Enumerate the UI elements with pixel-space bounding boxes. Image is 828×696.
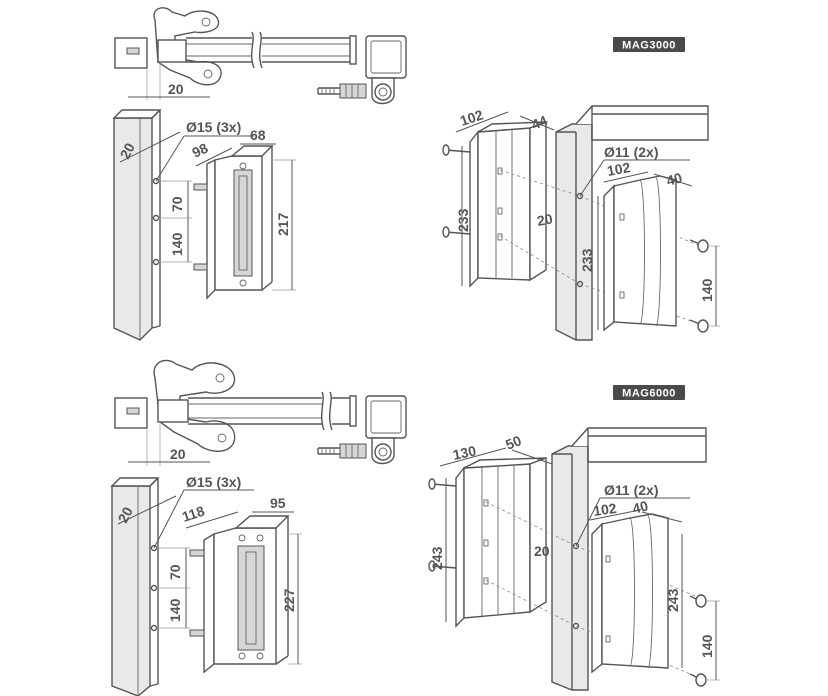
mounting-hole [152,258,160,266]
keeper-width-label-2: 102 [592,500,618,519]
hole-spacing-70-label-2: 70 [167,564,183,580]
keeper-plate-edge [603,184,615,332]
mag6000-section: 20 20 Ø15 (3x) 70 140 [110,359,720,696]
screw-nut [339,83,367,99]
model-name-mag3000: MAG3000 [622,40,676,52]
hinge-body [157,39,187,63]
hole-spacing-140-label-2: 140 [167,598,183,622]
screw-nut [339,443,367,459]
gate-offset-label-2: 20 [170,446,186,462]
keeper-plate [613,175,677,327]
hinge-plate [153,359,236,452]
keeper-depth-dimension [653,173,693,187]
mag3000-section: 20 20 Ø15 (3x) 70 140 [112,7,720,341]
lock-stub [126,47,140,55]
plate-depth-label: 44 [529,112,550,133]
hole-diameter-label: Ø15 (3x) [186,119,241,135]
keeper-disc [374,83,392,101]
keeper-plate [601,513,669,669]
fixing-bolt [193,263,208,271]
post-section [365,395,407,439]
vertical-post [551,445,589,691]
plate-width-dimension [439,447,507,467]
keeper-disc [374,443,392,461]
model-name-mag6000: MAG6000 [622,388,676,400]
break-line [251,31,255,69]
lock-side-flange [206,158,216,300]
screw-diameter-label: Ø11 (2x) [604,144,658,160]
hinge-plate [153,7,222,86]
screw-spacing-label: 140 [699,278,715,302]
lock-width-label: 68 [250,127,266,143]
fixing-bolt [193,183,208,191]
electromagnet-core [233,169,253,277]
mounting-plate [477,127,531,281]
gap-label: 20 [536,210,554,228]
mounting-plate-edge [469,130,479,288]
lock-side-flange [203,532,215,674]
keeper-height-label: 233 [579,248,595,272]
gate-offset-label: 20 [168,81,184,97]
post-offset-label-2: 20 [115,504,137,525]
plate-height-label: 233 [455,208,471,232]
horizontal-beam [571,427,707,463]
gate-post-section [114,37,148,69]
hinge-bolt [203,69,213,79]
vertical-post [555,123,593,341]
hinge-bolt [201,17,211,27]
mounting-plate [463,463,531,619]
lock-height-label: 217 [275,212,291,236]
threaded-rod [317,87,340,95]
hole-spacing-70-label: 70 [169,196,185,212]
lock-height-label-2: 227 [281,588,297,612]
mag3000-keeper-view: 102 44 233 20 Ø11 (2x) [442,105,720,341]
mag3000-post-view: 20 Ø15 (3x) 70 140 98 [112,109,296,341]
plate-width-label: 102 [458,106,485,129]
hole-spacing-140-label: 140 [169,232,185,256]
plate-width-dimension [455,111,509,133]
mag6000-post-view: 20 Ø15 (3x) 70 140 118 95 [110,474,302,696]
lock-depth-dimension [185,511,239,529]
plate-depth-dimension [519,115,555,131]
keeper-depth-label-2: 40 [631,497,650,517]
hinge-body [157,399,189,423]
fixing-bolt [189,629,205,637]
keeper-width-label: 102 [606,159,632,179]
lock-depth-label: 98 [190,140,211,161]
mag3000-top-view: 20 [114,7,407,105]
lock-depth-dimension [195,147,233,167]
plate-depth-label-2: 50 [503,432,524,453]
bolt [445,149,471,153]
keeper-depth-label: 40 [665,169,684,189]
beam-end-cap [349,35,357,65]
mag6000-badge: MAG6000 [613,385,685,400]
keeper-height-label-2: 243 [665,588,681,612]
lock-stub [126,407,140,415]
post-offset-label: 20 [117,140,139,161]
mag6000-top-view: 20 [114,359,407,466]
hole-diameter-label-2: Ø15 (3x) [186,474,241,490]
screw-spacing-label-2: 140 [699,634,715,658]
fixing-bolt [189,549,205,557]
post-section [365,35,407,79]
screw-diameter-label-2: Ø11 (2x) [604,482,658,498]
keeper-width-dimension [603,171,649,183]
plate-height-label-2: 243 [429,546,445,570]
lock-depth-label-2: 118 [180,503,207,525]
mag6000-keeper-view: 130 50 243 20 Ø11 (2x) [428,427,720,691]
mag3000-badge: MAG3000 [613,37,685,52]
mounting-hole [152,214,160,222]
gap-label-2: 20 [534,543,550,559]
electromagnet-core [237,545,265,651]
horizontal-beam [575,105,709,141]
lock-width-label-2: 95 [270,495,286,511]
plate-width-label-2: 130 [451,442,477,463]
